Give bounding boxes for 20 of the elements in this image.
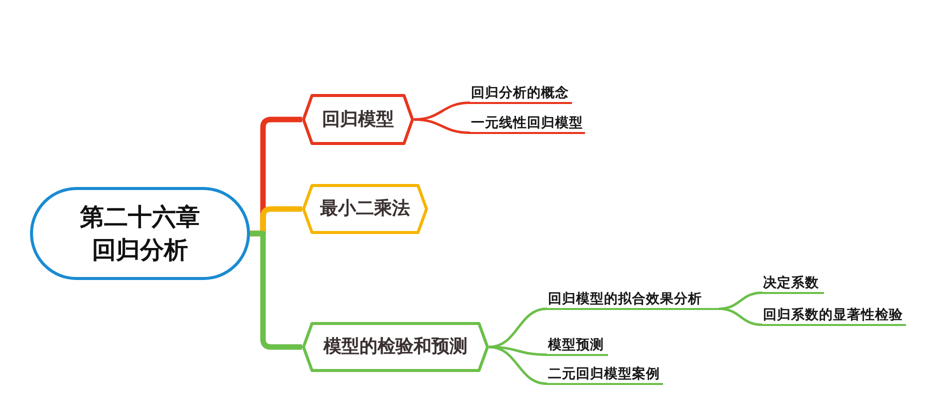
subtopic-label: 决定系数 <box>762 275 824 294</box>
subtopic-label: 一元线性回归模型 <box>470 115 585 134</box>
branch-line <box>718 308 762 326</box>
branch-hexagon <box>302 322 489 372</box>
branch-line <box>414 118 470 134</box>
branch-line <box>250 230 302 350</box>
branch-line <box>488 346 548 385</box>
branch-title: 回归模型 <box>322 108 394 130</box>
subtopic-label: 回归模型的拟合效果分析 <box>547 291 719 310</box>
branch-line <box>488 308 548 348</box>
chapter-title: 第二十六章回归分析 <box>79 202 201 266</box>
subtopic-label: 模型预测 <box>547 337 608 356</box>
branch-title: 模型的检验和预测 <box>324 336 468 358</box>
subtopic-label: 二元回归模型案例 <box>547 366 663 385</box>
branch-hexagon <box>302 94 414 145</box>
branch-title: 最小二乘法 <box>320 198 410 220</box>
branch-line <box>414 102 470 121</box>
subtopic-label: 回归分析的概念 <box>470 85 572 104</box>
subtopic-label: 回归系数的显著性检验 <box>762 307 906 326</box>
branch-hexagon <box>302 184 428 234</box>
